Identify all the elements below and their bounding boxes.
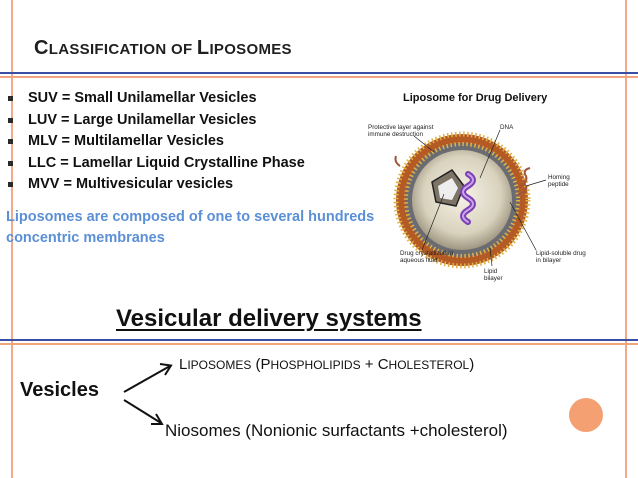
liposome-illustration: [393, 129, 547, 269]
dna-highlight: [462, 173, 474, 223]
top-divider-blue: [0, 72, 638, 74]
label-drug-crystallized: Drug crystallized in aqueous fluid: [400, 250, 454, 264]
aqueous-core: [412, 150, 512, 250]
mid-divider-orange: [0, 343, 638, 345]
leader-line: [509, 201, 537, 251]
slide-title: CLASSIFICATION OF LIPOSOMES: [34, 37, 292, 59]
mid-divider-blue: [0, 339, 638, 341]
label-lipid-bilayer: Lipid bilayer: [484, 268, 503, 282]
section-heading: Vesicular delivery systems: [116, 305, 422, 332]
homing-peptide-3: [394, 155, 401, 167]
drug-crystal-face: [438, 178, 458, 200]
leader-line: [421, 193, 445, 251]
classification-list: SUV = Small Unilamellar Vesicles LUV = L…: [8, 88, 305, 196]
head-groups-inner: [404, 142, 520, 258]
leader-line: [479, 129, 501, 179]
liposome-note: Liposomes are composed of one to several…: [6, 209, 375, 246]
homing-peptide: [519, 167, 531, 187]
list-item: SUV = Small Unilamellar Vesicles: [8, 88, 305, 110]
bullet-icon: [8, 96, 13, 101]
bullet-icon: [8, 139, 13, 144]
label-protective-layer: Protective layer against immune destruct…: [368, 124, 434, 138]
arrowhead-niosomes: [151, 413, 164, 425]
list-item: MLV = Multilamellar Vesicles: [8, 131, 305, 153]
leader-line: [489, 247, 493, 267]
liposome-figure: Liposome for Drug Delivery Protective la…: [360, 82, 620, 292]
label-homing-peptide: Homing peptide: [548, 174, 570, 188]
list-item: LUV = Large Unilamellar Vesicles: [8, 110, 305, 132]
list-item: LLC = Lamellar Liquid Crystalline Phase: [8, 153, 305, 175]
bullet-icon: [8, 182, 13, 187]
homing-peptide-2: [517, 185, 528, 195]
head-groups-outer: [393, 131, 531, 269]
vesicles-label: Vesicles: [20, 379, 99, 401]
leader-line: [413, 135, 435, 153]
arrow-to-niosomes: [123, 399, 162, 424]
leader-line: [525, 179, 547, 187]
top-divider-orange: [0, 76, 638, 78]
liposomes-branch: LIPOSOMES (PHOSPHOLIPIDS + CHOLESTEROL): [179, 356, 475, 373]
label-dna: DNA: [500, 124, 514, 131]
arrow-to-liposomes: [123, 365, 171, 393]
list-item: MVV = Multivesicular vesicles: [8, 174, 305, 196]
bullet-icon: [8, 117, 13, 123]
decorative-dot: [569, 398, 603, 432]
niosomes-branch: Niosomes (Nonionic surfactants +choleste…: [165, 421, 508, 440]
arrowhead-liposomes: [159, 363, 173, 376]
left-border-line: [11, 0, 13, 478]
label-lipid-soluble-drug: Lipid-soluble drug in bilayer: [536, 250, 586, 264]
bullet-icon: [8, 160, 13, 166]
figure-title: Liposome for Drug Delivery: [403, 92, 548, 104]
right-border-line: [625, 0, 627, 478]
